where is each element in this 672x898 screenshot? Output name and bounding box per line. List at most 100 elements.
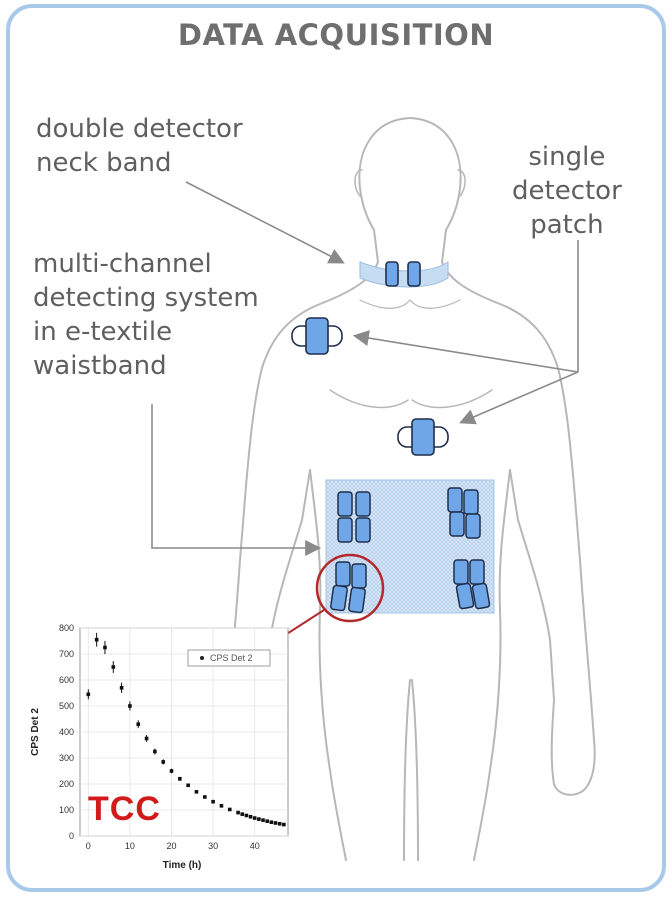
arrow-patch-chest [459,371,579,425]
label-single-patch-line: detector [512,176,622,206]
head-outline-right [409,117,596,796]
chart-point [136,722,141,726]
chart-legend: CPS Det 2 [187,649,271,667]
chart-point [111,665,116,669]
neck-detector [385,261,399,287]
waist-detector [449,511,465,537]
waist-detector [351,563,367,589]
label-waistband-line: waistband [33,351,167,381]
chart-x-tick-label: 30 [208,841,218,851]
label-single-patch-line: patch [530,210,604,240]
chart-legend-box [187,649,271,667]
patch-detector [411,418,435,456]
waist-detector [465,513,481,539]
waist-detector [348,586,366,614]
label-waistband: multi-channel detecting system in e-text… [33,247,259,383]
inner-leg [403,679,411,861]
chart-y-tick-label: 300 [59,753,74,763]
torso-left [309,469,347,861]
chart-point [236,810,240,815]
detector-cluster-top-right [447,487,481,539]
chart-point [153,749,157,754]
chart-point [248,814,253,819]
label-single-patch-line: single [528,142,606,172]
chart-y-label: CPS Det 2 [30,708,41,756]
chart-point [265,819,269,823]
chart-point [269,820,274,825]
chart-point [227,807,232,812]
chart-point [94,637,99,642]
chart-point [240,812,245,816]
waist-detector [337,517,353,543]
neck-band-strip [359,261,449,288]
chart-point [194,790,199,794]
tcc-logo: TCC [88,790,161,828]
label-single-patch: single detector patch [512,140,622,242]
label-waistband-line: detecting system [33,283,259,313]
collar-line [359,299,461,309]
inner-leg-2 [411,679,419,861]
label-neck-band-line: neck band [36,148,172,178]
chart-x-ticks: 0 10 20 30 40 [86,841,260,851]
detector-cluster-bottom-left [330,561,367,614]
chart-y-tick-label: 400 [59,727,74,737]
chart-point [161,760,165,764]
chart-x-tick-label: 10 [125,841,135,851]
chart-y-tick-label: 500 [59,701,74,711]
waist-detector [355,517,371,543]
leader-arrows [151,181,579,556]
chart-legend-marker [200,656,204,660]
label-waistband-line: multi-channel [33,249,212,279]
chart-point [144,736,149,741]
waist-detector [471,582,491,610]
chart-x-tick-label: 20 [167,841,177,851]
chart-point [128,704,132,708]
chart-point [277,821,282,826]
chart-point [252,816,257,820]
chart-x-tick-label: 0 [86,841,91,851]
neck-detector [407,261,421,287]
chart-point [244,813,249,818]
torso-right [473,469,511,861]
detector-cluster-top-left [337,491,371,543]
page-title: DATA ACQUISITION [177,18,495,52]
chart-y-tick-label: 600 [59,675,74,685]
chart-y-tick-label: 100 [59,805,74,815]
chart-y-tick-label: 800 [59,623,74,633]
chart-point [203,795,207,799]
chart-x-tick-label: 40 [250,841,260,851]
arrow-patch-shoulder [352,330,579,373]
shoulder-patch [291,317,343,355]
chart-y-tick-label: 700 [59,649,74,659]
chart-points [86,632,286,827]
chart-point [86,692,91,697]
chart-y-tick-label: 0 [69,831,74,841]
chart-point [257,817,261,821]
arrow-waistband [151,404,322,556]
waist-detector [469,559,485,585]
neck-band [359,261,449,288]
chest-line [329,389,493,409]
chart-point [282,822,286,827]
ear-left [354,169,363,197]
waist-detector [455,582,475,610]
label-waistband-line: in e-textile [33,317,173,347]
chart-point [119,686,124,690]
waist-detector [463,489,479,515]
waist-detector [453,559,469,585]
waist-detector [447,487,463,513]
chart-point [273,821,278,825]
chart-point [211,799,215,804]
waist-detector [337,491,353,517]
waist-detector [330,584,348,612]
highlight-circle [315,553,385,623]
chart-point [178,777,182,781]
chart-point [219,804,224,808]
chest-patch [397,418,449,456]
waistband [315,479,495,623]
chart-point [103,645,107,650]
ear-right [457,169,466,197]
